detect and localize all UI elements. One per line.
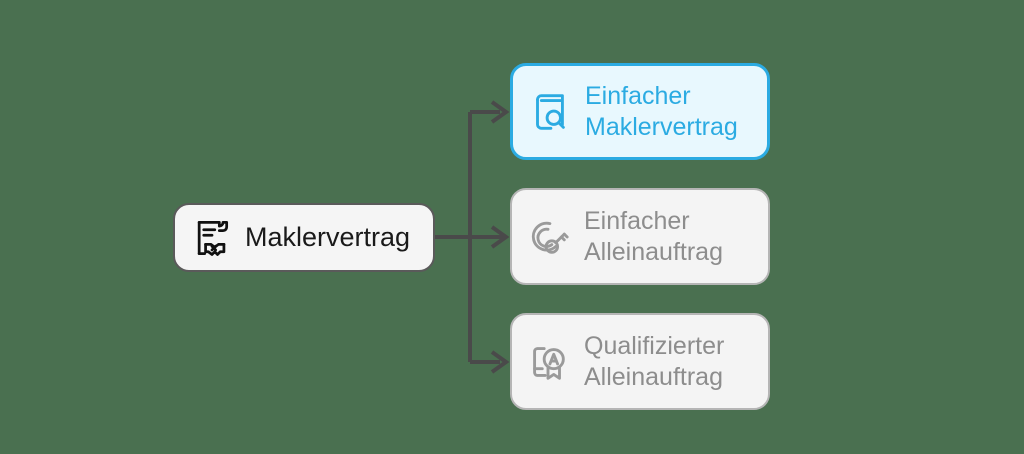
book-search-icon [525, 88, 573, 136]
node-maklervertrag[interactable]: Maklervertrag [173, 203, 435, 272]
arrowhead-middle [490, 225, 510, 249]
contract-handshake-icon [189, 215, 235, 261]
node-label: Qualifizierter Alleinauftrag [584, 332, 725, 391]
arrowhead-top [490, 100, 510, 124]
node-qualifizierter-alleinauftrag[interactable]: Qualifizierter Alleinauftrag [510, 313, 770, 410]
circle-key-icon [524, 213, 572, 261]
node-label: Einfacher Alleinauftrag [584, 207, 723, 266]
node-label: Einfacher Maklervertrag [585, 82, 738, 141]
node-einfacher-alleinauftrag[interactable]: Einfacher Alleinauftrag [510, 188, 770, 285]
node-label: Maklervertrag [245, 222, 411, 253]
arrowhead-bottom [490, 350, 510, 374]
node-einfacher-maklervertrag[interactable]: Einfacher Maklervertrag [510, 63, 770, 160]
certificate-award-a-icon [524, 338, 572, 386]
